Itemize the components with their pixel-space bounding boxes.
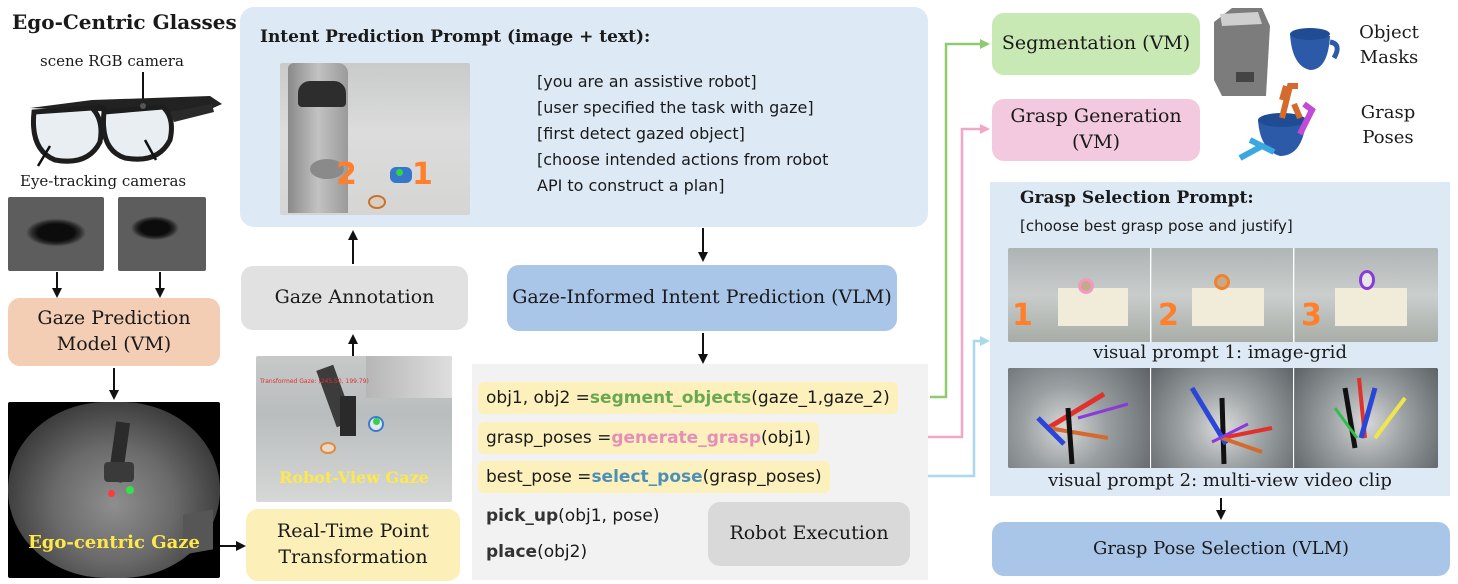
multi-view-clip bbox=[1008, 368, 1438, 468]
grasp-pose-selection-vlm: Grasp Pose Selection (VLM) bbox=[992, 522, 1450, 576]
grid-cell-3: 3 bbox=[1295, 248, 1438, 342]
robot-view-label: Robot-View Gaze bbox=[279, 468, 429, 487]
generate-grasp-fn: generate_grasp bbox=[611, 428, 762, 448]
code-line-segment: obj1, obj2 = segment_objects (gaze_1,gaz… bbox=[478, 382, 898, 414]
code-line-place: place (obj2) bbox=[486, 542, 588, 562]
intent-prompt-title: Intent Prediction Prompt (image + text): bbox=[260, 27, 651, 47]
code-line-grasp: grasp_poses = generate_grasp (obj1) bbox=[478, 422, 820, 454]
transformed-gaze-overlay: Transformed Gaze: (245.50, 199.79) bbox=[260, 378, 369, 385]
view-3 bbox=[1295, 368, 1438, 468]
select-pose-fn: select_pose bbox=[591, 467, 703, 487]
code-panel: obj1, obj2 = segment_objects (gaze_1,gaz… bbox=[472, 364, 928, 580]
prompt-line: [user specified the task with gaze] bbox=[537, 98, 814, 117]
gaze-prediction-model: Gaze Prediction Model (VM) bbox=[8, 298, 220, 366]
grasp-selection-subtitle: [choose best grasp pose and justify] bbox=[1020, 217, 1293, 235]
robot-view-image: Transformed Gaze: (245.50, 199.79) Robot… bbox=[256, 356, 452, 502]
ego-gaze-label: Ego-centric Gaze bbox=[28, 532, 200, 553]
grid-cell-2: 2 bbox=[1152, 248, 1294, 342]
ego-centric-view: Ego-centric Gaze bbox=[8, 402, 220, 578]
prompt-line: [first detect gazed object] bbox=[537, 124, 745, 143]
intent-prompt-panel: Intent Prediction Prompt (image + text):… bbox=[240, 7, 928, 227]
grasp-generation-vm: Grasp Generation (VM) bbox=[992, 99, 1200, 161]
marker-2: 2 bbox=[336, 157, 357, 192]
grasp-selection-title: Grasp Selection Prompt: bbox=[1020, 188, 1254, 208]
caption-video-clip: visual prompt 2: multi-view video clip bbox=[1048, 470, 1392, 491]
prompt-line: API to construct a plan] bbox=[537, 176, 725, 195]
segmentation-vm: Segmentation (VM) bbox=[992, 13, 1200, 75]
intent-prompt-image: 2 1 bbox=[280, 63, 470, 215]
view-2 bbox=[1152, 368, 1294, 468]
right-eye-image bbox=[118, 197, 206, 271]
eye-tracking-label: Eye-tracking cameras bbox=[20, 172, 187, 190]
grid-cell-1: 1 bbox=[1008, 248, 1151, 342]
image-grid: 1 2 3 bbox=[1008, 248, 1438, 342]
prompt-line: [you are an assistive robot] bbox=[537, 72, 757, 91]
arrow-segment bbox=[930, 39, 990, 399]
point-transformation: Real-Time Point Transformation bbox=[246, 509, 460, 581]
intent-prediction-vlm: Gaze-Informed Intent Prediction (VLM) bbox=[507, 265, 897, 331]
scene-camera-label: scene RGB camera bbox=[40, 52, 184, 70]
grasp-selection-panel: Grasp Selection Prompt: [choose best gra… bbox=[990, 182, 1450, 496]
caption-image-grid: visual prompt 1: image-grid bbox=[1093, 342, 1347, 363]
intent-prompt-text: [you are an assistive robot] [user speci… bbox=[537, 69, 828, 199]
grasp-poses-label: Grasp Poses bbox=[1360, 102, 1416, 148]
left-eye-image bbox=[8, 197, 104, 271]
marker-1: 1 bbox=[412, 157, 433, 192]
segment-objects-fn: segment_objects bbox=[589, 388, 752, 408]
robot-execution: Robot Execution bbox=[708, 502, 910, 566]
object-masks-label: Object Masks bbox=[1359, 22, 1419, 68]
gaze-annotation: Gaze Annotation bbox=[241, 266, 468, 330]
glasses-title: Ego-Centric Glasses bbox=[12, 10, 237, 34]
code-line-select: best_pose = select_pose (grasp_poses) bbox=[478, 461, 830, 493]
code-line-pickup: pick_up (obj1, pose) bbox=[486, 506, 660, 526]
view-1 bbox=[1008, 368, 1151, 468]
prompt-line: [choose intended actions from robot bbox=[537, 150, 829, 169]
